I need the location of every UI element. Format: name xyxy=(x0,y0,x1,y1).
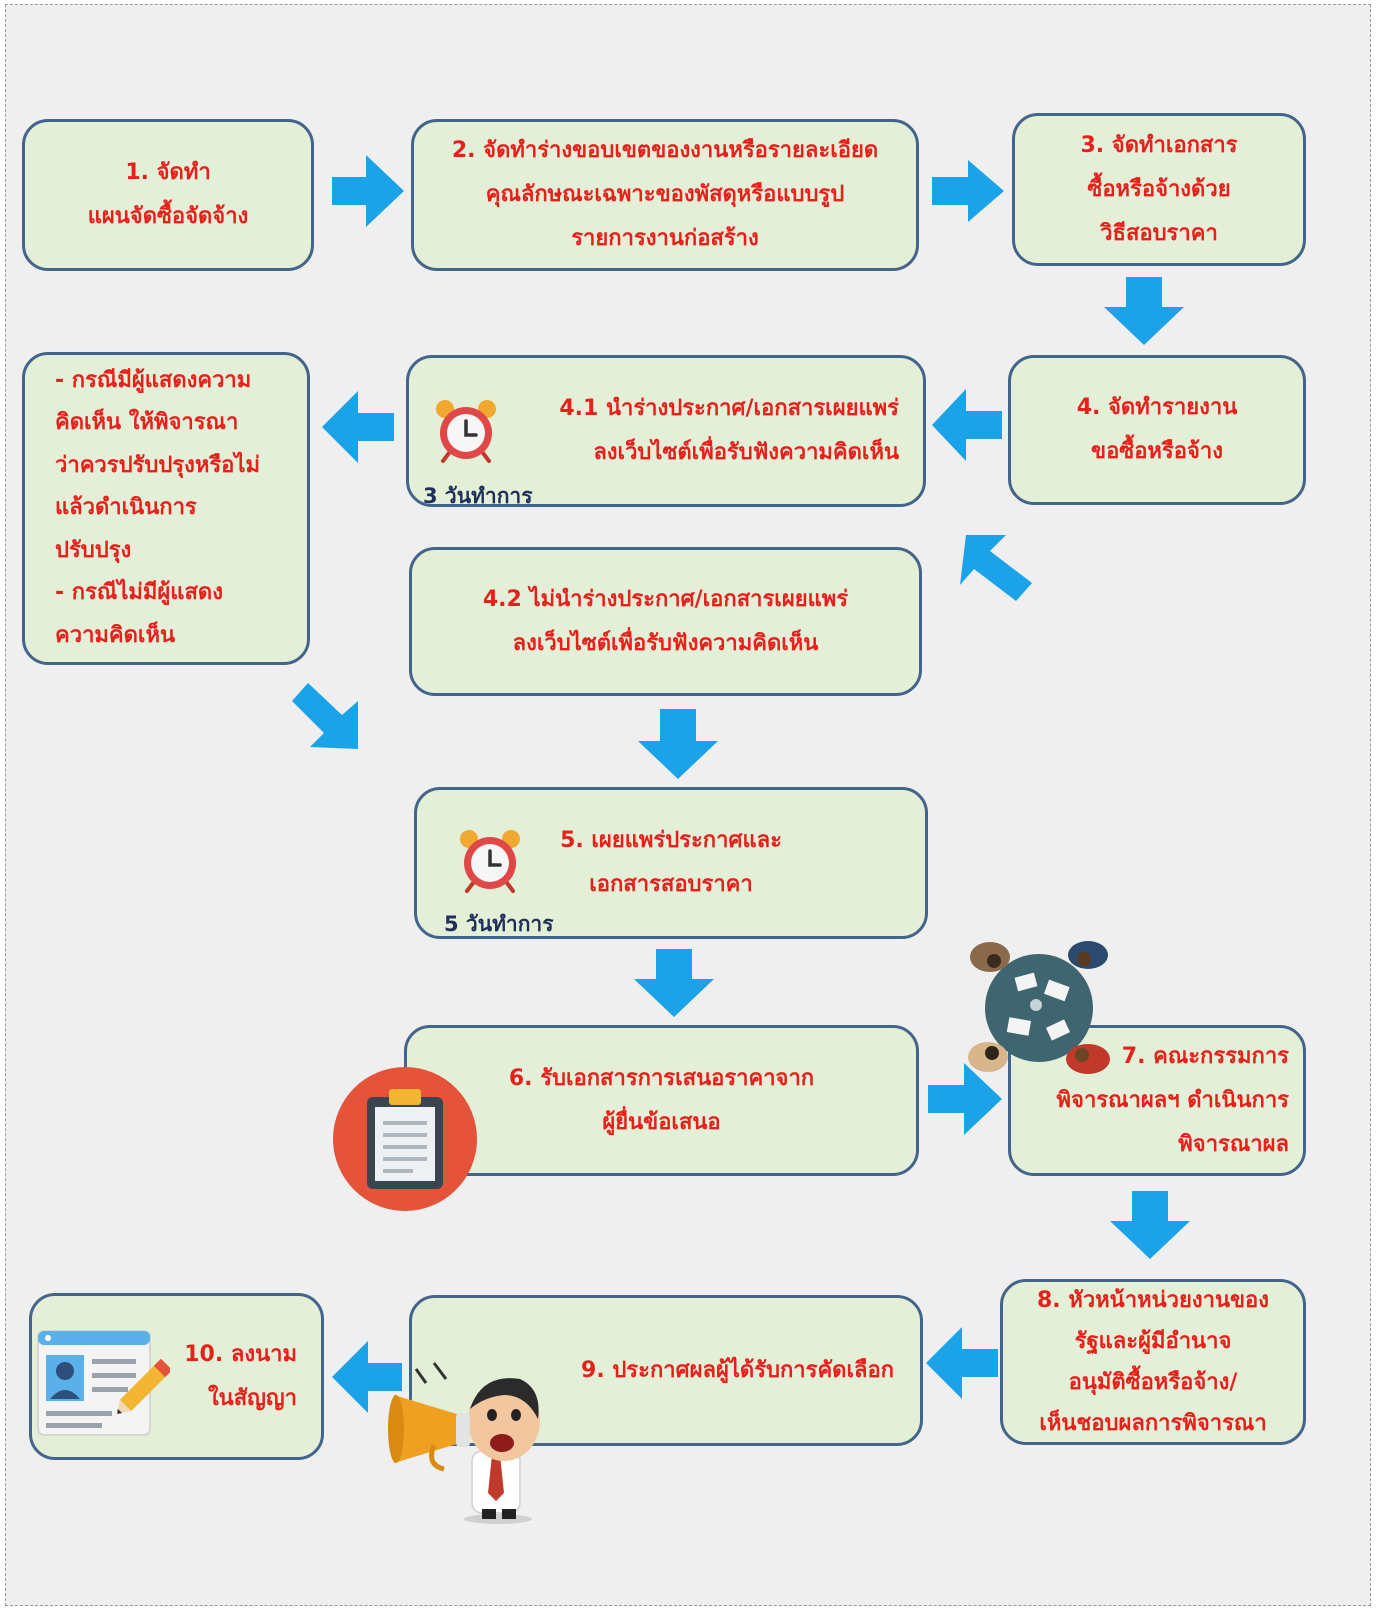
step-4-2-box: 4.2 ไม่นำร่างประกาศ/เอกสารเผยแพร่ ลงเว็บ… xyxy=(409,547,922,696)
step-3-box: 3. จัดทำเอกสาร ซื้อหรือจ้างด้วย วิธีสอบร… xyxy=(1012,113,1306,266)
step-9-text: 9. ประกาศผลผู้ได้รับการคัดเลือก xyxy=(581,1357,894,1383)
step-7-text: 7. คณะกรรมการ พิจารณาผลฯ ดำเนินการ พิจาร… xyxy=(1056,1043,1289,1157)
step-1-text: 1. จัดทำ แผนจัดซื้อจัดจ้าง xyxy=(87,160,249,229)
arrow-left-41-note xyxy=(322,391,394,463)
step-9-box: 9. ประกาศผลผู้ได้รับการคัดเลือก xyxy=(409,1295,923,1446)
megaphone-man-icon xyxy=(388,1362,540,1524)
meeting-table-icon xyxy=(968,941,1110,1074)
step-4-text: 4. จัดทำรายงาน ขอซื้อหรือจ้าง xyxy=(1076,395,1238,464)
alarm-clock-icon xyxy=(436,400,496,463)
arrow-diag-note-5 xyxy=(292,683,358,749)
arrow-right-6-7 xyxy=(928,1063,1002,1135)
step-7-box: 7. คณะกรรมการ พิจารณาผลฯ ดำเนินการ พิจาร… xyxy=(1008,1025,1306,1176)
arrow-down-42-5 xyxy=(638,709,718,779)
step-5-text: 5. เผยแพร่ประกาศและ เอกสารสอบราคา xyxy=(560,828,782,897)
step-8-box: 8. หัวหน้าหน่วยงานของ รัฐและผู้มีอำนาจ อ… xyxy=(1000,1279,1306,1445)
step-4-2-text: 4.2 ไม่นำร่างประกาศ/เอกสารเผยแพร่ ลงเว็บ… xyxy=(482,586,849,656)
clipboard-icon xyxy=(333,1067,477,1211)
step-10-text: 10. ลงนาม ในสัญญา xyxy=(184,1341,297,1411)
contract-id-card-icon xyxy=(37,1330,170,1436)
step-5-days: 5 วันทำการ xyxy=(444,912,554,936)
flowchart-canvas: 1. จัดทำ แผนจัดซื้อจัดจ้าง 2. จัดทำร่างข… xyxy=(5,4,1371,1606)
step-6-text: 6. รับเอกสารการเสนอราคาจาก ผู้ยื่นข้อเสน… xyxy=(508,1065,815,1135)
arrow-left-8-9 xyxy=(926,1327,998,1399)
step-4-1-text: 4.1 นำร่างประกาศ/เอกสารเผยแพร่ ลงเว็บไซต… xyxy=(559,396,899,465)
arrow-down-7-8 xyxy=(1110,1191,1190,1259)
step-2-box: 2. จัดทำร่างขอบเขตของงานหรือรายละเอียด ค… xyxy=(411,119,919,271)
step-4-1-days: 3 วันทำการ xyxy=(423,484,533,508)
alarm-clock-icon xyxy=(460,830,520,893)
note-box: - กรณีมีผู้แสดงความ คิดเห็น ให้พิจารณา ว… xyxy=(22,352,310,665)
arrow-right-1-2 xyxy=(332,155,404,227)
step-1-box: 1. จัดทำ แผนจัดซื้อจัดจ้าง xyxy=(22,119,314,271)
step-4-1-box: 4.1 นำร่างประกาศ/เอกสารเผยแพร่ ลงเว็บไซต… xyxy=(406,355,926,508)
step-4-box: 4. จัดทำรายงาน ขอซื้อหรือจ้าง xyxy=(1008,355,1306,505)
arrow-left-9-10 xyxy=(332,1341,402,1413)
step-2-text: 2. จัดทำร่างขอบเขตของงานหรือรายละเอียด ค… xyxy=(451,138,879,251)
arrow-down-3-4 xyxy=(1104,277,1184,345)
arrow-left-4-41 xyxy=(932,389,1002,461)
arrow-down-5-6 xyxy=(634,949,714,1017)
arrow-diag-4-42 xyxy=(960,535,1032,601)
step-6-box: 6. รับเอกสารการเสนอราคาจาก ผู้ยื่นข้อเสน… xyxy=(404,1025,919,1176)
arrow-right-2-3 xyxy=(932,160,1004,222)
step-8-text: 8. หัวหน้าหน่วยงานของ รัฐและผู้มีอำนาจ อ… xyxy=(1037,1288,1269,1436)
step-3-text: 3. จัดทำเอกสาร ซื้อหรือจ้างด้วย วิธีสอบร… xyxy=(1080,132,1238,246)
note-text: - กรณีมีผู้แสดงความ คิดเห็น ให้พิจารณา ว… xyxy=(55,367,260,648)
